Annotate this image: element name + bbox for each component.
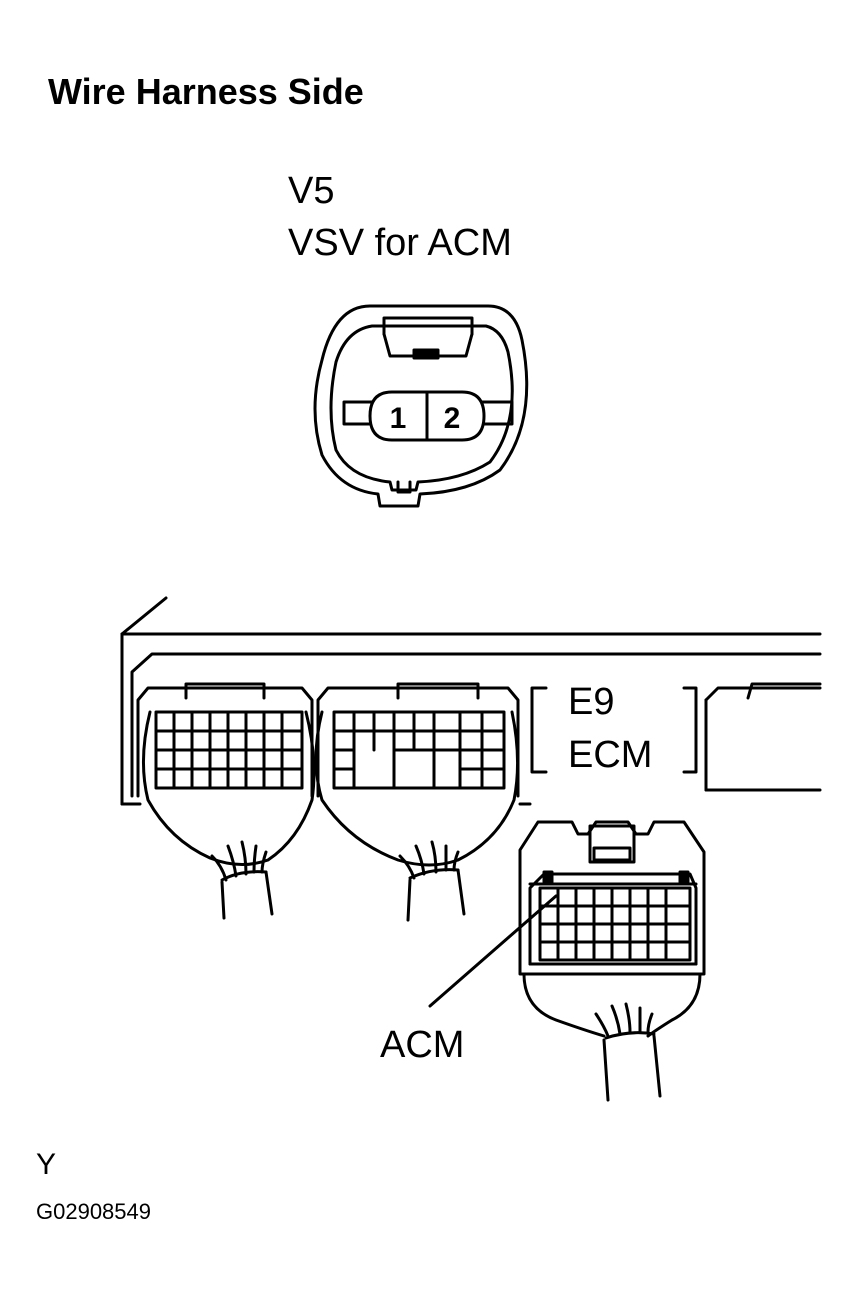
acm-leader-line <box>428 894 558 1008</box>
acm-callout-label: ACM <box>380 1024 465 1066</box>
corner-mark: Y <box>36 1148 57 1181</box>
v5-pin-1: 1 <box>390 402 407 435</box>
page-title: Wire Harness Side <box>48 71 364 112</box>
v5-connector <box>313 304 529 508</box>
ecm-connector-left-2 <box>314 682 520 922</box>
figure-id: G02908549 <box>36 1199 151 1224</box>
acm-harness-connector <box>518 820 706 1102</box>
v5-code-label: V5 <box>288 170 335 212</box>
ecm-body <box>120 596 822 806</box>
v5-pin-2: 2 <box>444 402 461 435</box>
e9-name-label: ECM <box>568 734 653 776</box>
ecm-connector-left-1 <box>136 682 316 920</box>
e9-code-label: E9 <box>568 681 615 723</box>
v5-name-label: VSV for ACM <box>288 222 512 264</box>
